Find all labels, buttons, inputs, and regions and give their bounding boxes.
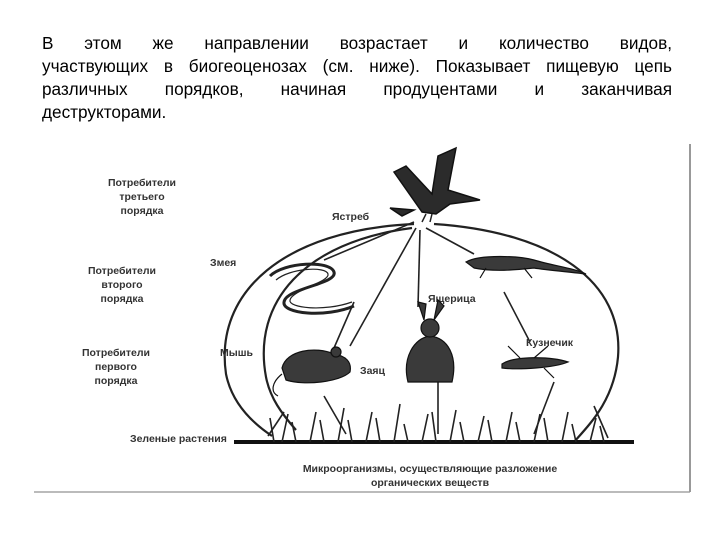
grass-illustration: [269, 403, 605, 443]
microorganisms-label-2: органических веществ: [371, 477, 490, 489]
level-first-label-3: порядка: [95, 375, 138, 387]
cycle-arc-left-inner: [262, 226, 413, 431]
snake-label: Змея: [210, 257, 236, 269]
arrow-plants-mouse: [323, 395, 347, 435]
intro-paragraph: В этом же направлении возрастает и колич…: [42, 32, 672, 124]
mouse-illustration: [272, 346, 351, 397]
cycle-arc-left-outer: [223, 222, 415, 437]
mouse-label: Мышь: [220, 347, 253, 359]
intro-line-3: различных порядков, начиная продуцентами…: [42, 79, 672, 99]
level-third-label-3: порядка: [121, 205, 164, 217]
level-second-label-2: второго: [101, 279, 142, 291]
grasshopper-label: Кузнечик: [526, 337, 574, 349]
hare-illustration: [405, 298, 455, 383]
arrow-plants-left: [267, 411, 285, 437]
level-third-label-2: третьего: [119, 191, 164, 203]
level-first-label-2: первого: [95, 361, 137, 373]
level-third-label-1: Потребители: [108, 177, 176, 189]
intro-line-1: В этом же направлении возрастает и колич…: [42, 33, 672, 53]
arrow-plants-right: [593, 405, 609, 439]
intro-line-4: деструкторами.: [42, 102, 167, 122]
cycle-arc-right: [433, 222, 620, 443]
level-second-label-1: Потребители: [88, 265, 156, 277]
food-web-figure: Потребители третьего порядка Потребители…: [34, 142, 696, 496]
hare-label: Заяц: [360, 365, 386, 377]
level-second-label-3: порядка: [101, 293, 144, 305]
arrow-grasshopper-lizard: [503, 291, 531, 343]
plants-label: Зеленые растения: [130, 433, 227, 445]
arrow-mouse-snake: [333, 301, 355, 349]
lizard-label: Ящерица: [428, 293, 476, 305]
hawk-label: Ястреб: [332, 211, 370, 223]
grasshopper-illustration: [501, 345, 570, 379]
lizard-illustration: [464, 255, 587, 279]
arrow-hare-hawk: [417, 229, 421, 308]
arrow-lizard-hawk: [425, 227, 475, 255]
hawk-illustration: [389, 146, 481, 223]
arrow-snake-hawk: [323, 221, 415, 261]
food-web-diagram: Потребители третьего порядка Потребители…: [34, 144, 691, 493]
intro-line-2: участвующих в биогеоценозах (см. ниже). …: [42, 56, 672, 76]
microorganisms-label-1: Микроорганизмы, осуществляющие разложени…: [303, 463, 558, 475]
snake-illustration: [268, 262, 355, 315]
level-first-label-1: Потребители: [82, 347, 150, 359]
arrow-mouse-hawk: [349, 227, 417, 347]
